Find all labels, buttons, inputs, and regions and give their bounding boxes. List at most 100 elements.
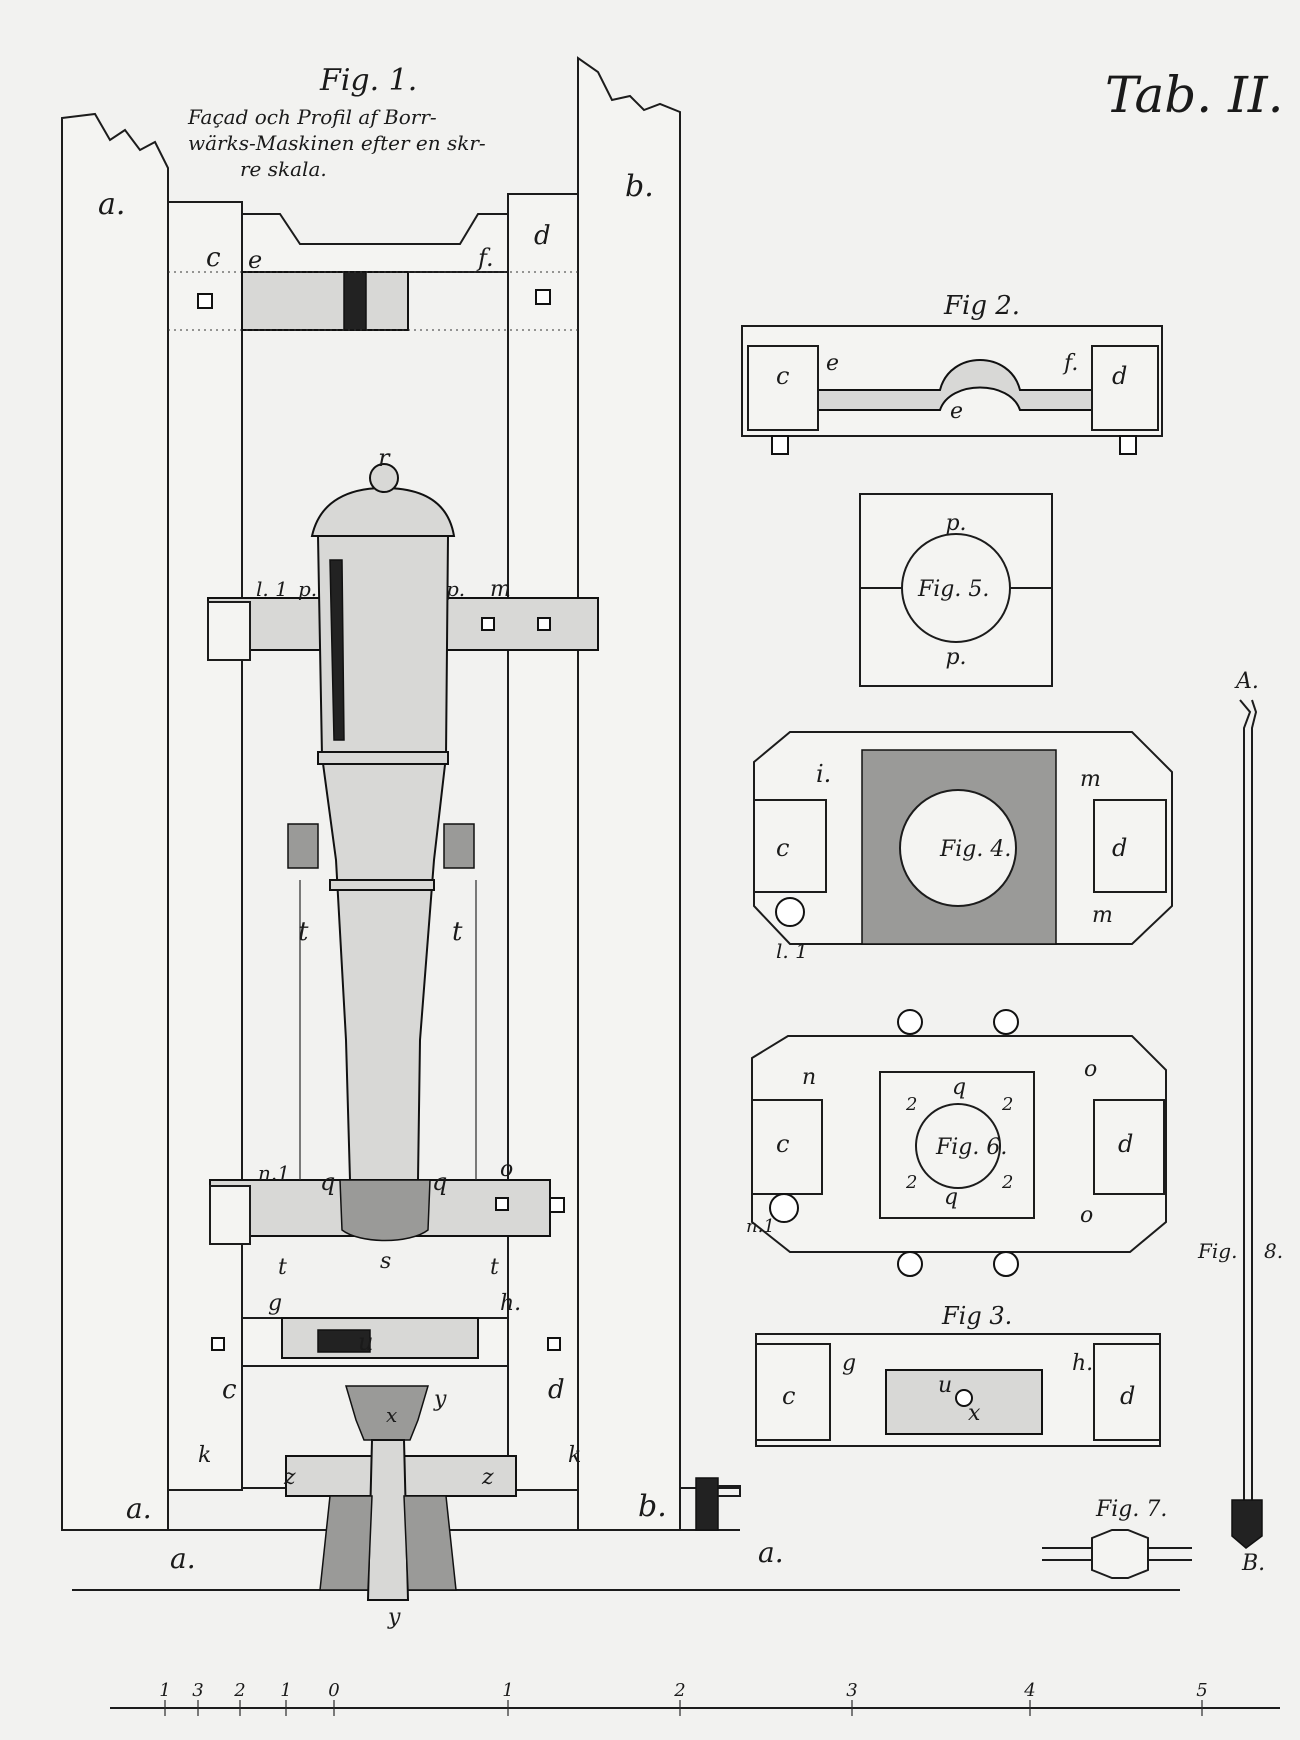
fig2-label-c: c xyxy=(776,362,789,390)
bolt-icon xyxy=(481,617,495,631)
label-n1: n.1 xyxy=(258,1161,290,1185)
fig1-boring-machine xyxy=(61,56,1180,1601)
fig7-key: Fig. 7. xyxy=(1042,1497,1192,1579)
fig6-eyebolt-icon xyxy=(993,1009,1019,1035)
fig6-label-d: d xyxy=(1118,1130,1133,1158)
label-e: e xyxy=(248,246,262,274)
bolt-icon xyxy=(537,617,551,631)
label-b-foot: b. xyxy=(638,1489,667,1524)
bolt-icon xyxy=(547,1337,561,1351)
label-c: c xyxy=(206,243,221,273)
scale-tick-label: 3 xyxy=(846,1680,857,1701)
fig1-caption-line1: Façad och Profil af Borr- xyxy=(187,105,437,129)
label-k-left: k xyxy=(198,1443,211,1468)
fig4-block-c xyxy=(753,799,827,893)
top-crossbeam-frame xyxy=(241,213,509,273)
barrel-cascabel-dome xyxy=(310,486,456,537)
fig3-label-d: d xyxy=(1120,1382,1135,1410)
right-inner-upright xyxy=(507,193,579,1491)
fig4-upper-clamp-plan: Fig. 4. i. m m c d l. 1 xyxy=(753,731,1173,963)
fig3-screw-icon xyxy=(955,1389,973,1407)
fig5-clamp-halves: p. Fig. 5. p. xyxy=(859,493,1053,687)
boring-head xyxy=(344,1385,430,1441)
fig6-label-n1: n.1 xyxy=(746,1216,775,1237)
scale-tick-label: 2 xyxy=(233,1680,245,1701)
fig3-label-c: c xyxy=(782,1382,795,1410)
cannon-barrel xyxy=(310,463,456,1242)
label-m: m xyxy=(490,577,511,602)
spindle-base-left xyxy=(319,1495,373,1591)
fig5-label-p-top: p. xyxy=(945,511,966,536)
left-outer-post xyxy=(61,112,169,1531)
label-y: y xyxy=(433,1387,447,1412)
fig8-title-b: 8. xyxy=(1264,1239,1283,1263)
label-q-right: q xyxy=(432,1168,447,1196)
fig7-title: Fig. 7. xyxy=(1095,1497,1167,1522)
fig2-label-e: e xyxy=(826,351,839,376)
spindle-base-right xyxy=(403,1495,457,1591)
bolt-icon xyxy=(1119,435,1137,455)
label-o: o xyxy=(500,1157,513,1182)
label-f: f. xyxy=(476,244,494,272)
cascabel-knob xyxy=(369,463,399,493)
fig6-label-o-bottom: o xyxy=(1080,1203,1093,1228)
fig2-title: Fig 2. xyxy=(943,291,1020,321)
label-h: h. xyxy=(500,1291,521,1316)
fig2-block-d xyxy=(1091,345,1159,431)
fig3-block-d xyxy=(1093,1343,1161,1441)
fig1-caption-line2: wärks-Maskinen efter en skr- xyxy=(188,131,486,155)
label-g: g xyxy=(268,1291,282,1316)
fig5-label-p-bottom: p. xyxy=(945,645,966,670)
scale-tick-label: 1 xyxy=(280,1680,291,1701)
label-d-lower: d xyxy=(548,1375,565,1405)
fig4-label-m-bottom: m xyxy=(1092,903,1113,928)
bolt-icon xyxy=(771,435,789,455)
fig3-bottom-crossbar-plan: Fig 3. c g h. d u x xyxy=(755,1302,1161,1447)
fig6-label-2-a: 2 xyxy=(905,1094,917,1115)
label-s: s xyxy=(380,1249,391,1274)
fig8-label-A: A. xyxy=(1234,669,1259,694)
fig3-title: Fig 3. xyxy=(941,1302,1012,1330)
fig6-bore xyxy=(915,1103,1001,1189)
fig8-boring-bar: A. Fig. 8. B. xyxy=(1197,669,1283,1576)
fig4-bore xyxy=(899,789,1017,907)
fig1-labels: a. b. c e f. d r l. 1 p. p. m t t n.1 o … xyxy=(98,169,784,1630)
fig6-label-2-d: 2 xyxy=(1001,1172,1013,1193)
barrel-ring xyxy=(317,751,449,765)
fig6-label-2-b: 2 xyxy=(1001,1094,1013,1115)
label-p: p. xyxy=(298,577,317,601)
fig4-label-i: i. xyxy=(816,760,831,788)
fig6-label-q-bottom: q xyxy=(944,1185,958,1210)
fig7-key-head xyxy=(1091,1529,1149,1579)
fig2-label-e-center: e xyxy=(950,399,963,424)
scale-tick-label: 1 xyxy=(502,1680,513,1701)
fig2-label-d: d xyxy=(1112,362,1127,390)
bottom-screw-nut xyxy=(317,1329,371,1353)
label-q-left: q xyxy=(320,1168,335,1196)
fig6-label-q-top: q xyxy=(952,1075,966,1100)
scale-tick-label: 2 xyxy=(673,1680,685,1701)
label-a-ground-right: a. xyxy=(758,1536,784,1569)
right-footing-bracket xyxy=(718,1485,741,1497)
fig6-hinge-icon xyxy=(769,1193,799,1223)
fig6-title: Fig. 6. xyxy=(935,1135,1007,1160)
scale-tick-label: 3 xyxy=(192,1680,203,1701)
label-t-lower-left: t xyxy=(278,1255,287,1280)
lower-clamp-hinge xyxy=(209,1185,251,1245)
label-z-right: z xyxy=(481,1465,494,1490)
top-clamp-bar xyxy=(241,271,409,331)
fig6-eyebolt-icon xyxy=(897,1009,923,1035)
label-x: x xyxy=(386,1403,397,1427)
fig4-title: Fig. 4. xyxy=(939,837,1011,862)
label-z-left: z xyxy=(283,1465,296,1490)
right-footing xyxy=(695,1477,719,1531)
scale-tick-label: 5 xyxy=(1196,1680,1207,1701)
fig6-eyebolt-icon xyxy=(993,1251,1019,1277)
bolt-icon xyxy=(197,293,213,309)
label-a: a. xyxy=(98,187,125,222)
fig1-caption-line3: re skala. xyxy=(240,157,327,181)
barrel-shadow xyxy=(329,559,345,741)
fig8-label-B: B. xyxy=(1241,1551,1265,1576)
bolt-icon xyxy=(535,289,551,305)
